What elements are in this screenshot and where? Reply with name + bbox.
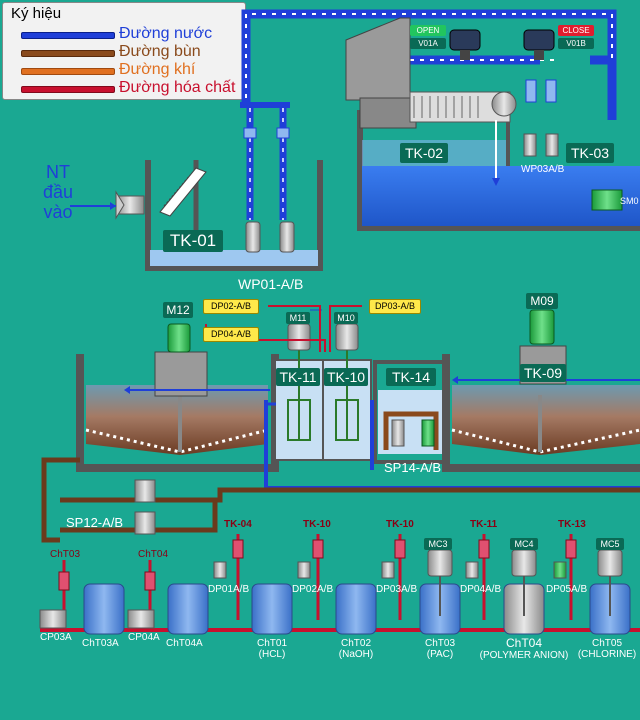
legend-label-water: Đường nước [119,25,213,42]
motor-m09-label[interactable]: M09 [526,293,558,309]
valve-v01b-name: V01B [558,38,594,49]
tank-tk02-label[interactable]: TK-02 [400,143,448,163]
chem-target-tk13: TK-13 [558,519,586,530]
legend-panel: Ký hiệu Đường nước Đường bùn Đường khí Đ… [2,2,246,100]
water-line-icon [21,32,115,39]
legend-label-sludge: Đường bùn [119,43,201,60]
callout-dp04[interactable]: DP04-A/B [203,327,259,342]
callout-dp02[interactable]: DP02-A/B [203,299,259,314]
chemical-line-icon [21,86,115,93]
inlet-label-line1: NT [46,162,70,182]
motor-m12-label[interactable]: M12 [163,302,193,318]
legend-label-air: Đường khí [119,61,196,78]
cht05-label[interactable]: ChT05 (CHLORINE) [576,638,638,660]
motor-m11-label[interactable]: M11 [286,312,310,324]
pump-dp05-label[interactable]: DP05A/B [546,584,588,595]
tank-tk10-label[interactable]: TK-10 [324,368,368,386]
cht01-name: ChT01 [256,638,287,649]
pump-wp03-label[interactable]: WP03A/B [521,164,565,175]
valve-v01a-icon [449,29,481,60]
mixer-mc3-label[interactable]: MC3 [424,538,452,550]
legend-item-air: Đường khí [11,61,243,79]
pump-dp02-label[interactable]: DP02A/B [292,584,334,595]
cht04a-label[interactable]: ChT04A [166,638,203,649]
valve-v01b-status[interactable]: CLOSE [558,25,594,36]
legend-title: Ký hiệu [11,5,62,22]
inlet-label: NT đầu vào [28,162,88,222]
sludge-line-icon [21,50,115,57]
chem-target-tk10a: TK-10 [303,519,331,530]
legend-item-water: Đường nước [11,25,243,43]
pump-dp03-label[interactable]: DP03A/B [376,584,418,595]
cht03b-label[interactable]: ChT03 (PAC) [418,638,462,660]
pump-sp14-label[interactable]: SP14-A/B [384,460,442,475]
tank-tk01-label[interactable]: TK-01 [163,230,223,252]
valve-v01a-status[interactable]: OPEN [410,25,446,36]
cht05-chemical: (CHLORINE) [577,649,637,660]
cht05-name: ChT05 [591,638,622,649]
legend-label-chemical: Đường hóa chất [119,79,236,96]
tank-tk11-label[interactable]: TK-11 [276,368,320,386]
legend-item-sludge: Đường bùn [11,43,243,61]
valve-v01b-icon [523,29,555,60]
tank-tk14-label[interactable]: TK-14 [386,368,436,386]
motor-sm0-label[interactable]: SM0 [620,196,639,206]
cht02-chemical: (NaOH) [338,649,374,660]
pump-sp12-label[interactable]: SP12-A/B [66,515,124,530]
inlet-label-line2: đầu vào [42,182,74,222]
cht04b-name: ChT04 [505,636,543,650]
legend-item-chemical: Đường hóa chất [11,79,243,97]
motor-m10-label[interactable]: M10 [334,312,358,324]
mixer-mc5-label[interactable]: MC5 [596,538,624,550]
air-line-icon [21,68,115,75]
chem-target-tk11: TK-11 [470,519,498,530]
cht02-name: ChT02 [340,638,371,649]
tank-tk09-label[interactable]: TK-09 [520,364,566,382]
chem-target-tk04: TK-04 [224,519,252,530]
cht03b-name: ChT03 [424,638,455,649]
callout-dp03[interactable]: DP03-A/B [369,299,421,314]
mixer-mc4-label[interactable]: MC4 [510,538,538,550]
cht04b-chemical: (POLYMER ANION) [479,650,569,661]
cht03b-chemical: (PAC) [426,649,454,660]
cht03-top-label: ChT03 [50,549,81,560]
pump-dp04-label[interactable]: DP04A/B [460,584,502,595]
pump-cp04a-label[interactable]: CP04A [128,632,160,643]
tank-tk03-label[interactable]: TK-03 [566,143,614,163]
cht03a-label[interactable]: ChT03A [82,638,119,649]
valve-v01a-name: V01A [410,38,446,49]
chem-target-tk10b: TK-10 [386,519,414,530]
pump-cp03a-label[interactable]: CP03A [40,632,72,643]
cht01-chemical: (HCL) [258,649,286,660]
cht04b-label[interactable]: ChT04 (POLYMER ANION) [472,636,576,661]
pump-wp01-label[interactable]: WP01-A/B [238,276,304,292]
cht01-label[interactable]: ChT01 (HCL) [252,638,292,660]
cht04-top-label: ChT04 [138,549,169,560]
pump-dp01-label[interactable]: DP01A/B [208,584,250,595]
cht02-label[interactable]: ChT02 (NaOH) [334,638,378,660]
